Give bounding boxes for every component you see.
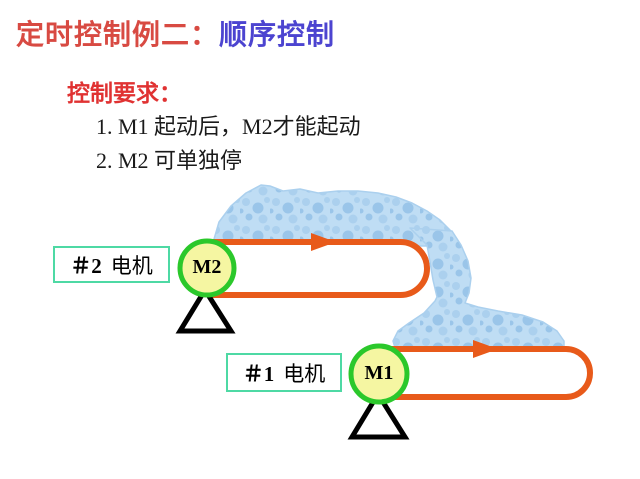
- requirement-item-2: 2. M2 可单独停: [96, 148, 243, 173]
- belt-2-name-box: ＃2 电机: [53, 246, 170, 283]
- belt-1-number: ＃1: [242, 361, 275, 386]
- motor-m1-circle: [348, 343, 410, 405]
- motor-m2-stand: [175, 285, 236, 334]
- motor-m1-label: M1: [364, 362, 394, 384]
- belt-1-name-box: ＃1 电机: [226, 353, 342, 392]
- motor-m2-label: M2: [192, 256, 222, 278]
- requirement-item-1: 1. M1 起动后，M2才能起动: [96, 114, 361, 139]
- requirements-heading: 控制要求：: [67, 81, 182, 106]
- material-pile: [211, 184, 460, 247]
- page-title: 定时控制例二：顺序控制: [16, 13, 335, 53]
- belt-2-direction-arrow-icon: [311, 233, 336, 251]
- belt-2-text: 电机: [110, 253, 153, 278]
- motor-m1-stand: [347, 389, 410, 440]
- material-falling-stream: [392, 227, 565, 352]
- belt-2-number: ＃2: [70, 253, 102, 278]
- belt-1-text: 电机: [283, 361, 326, 386]
- title-part-blue: 顺序控制: [219, 20, 336, 51]
- belt-1-direction-arrow-icon: [473, 340, 498, 358]
- title-part-red: 定时控制例二：: [16, 20, 220, 51]
- motor-m2-circle: [177, 238, 237, 298]
